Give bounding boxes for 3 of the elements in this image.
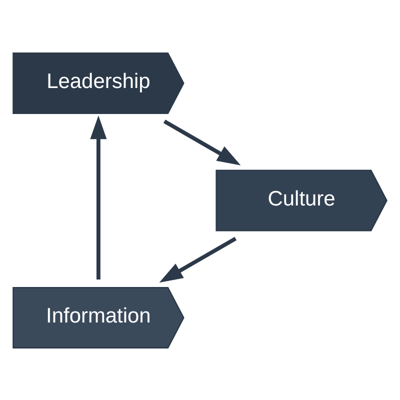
- arrow: [163, 119, 241, 165]
- arrow: [90, 114, 107, 280]
- arrow: [159, 236, 237, 282]
